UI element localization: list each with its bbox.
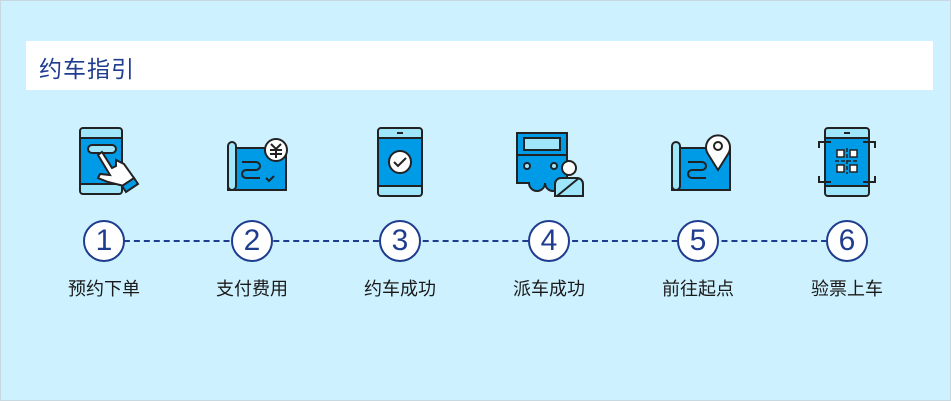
step-number-circle: 1 bbox=[83, 220, 125, 262]
step-number-circle: 3 bbox=[379, 220, 421, 262]
step-number-circle: 6 bbox=[826, 220, 868, 262]
step-number-circle: 2 bbox=[231, 220, 273, 262]
step-label: 前往起点 bbox=[662, 279, 734, 300]
bus-driver-icon bbox=[516, 132, 584, 197]
step-1: 1 预约下单 bbox=[34, 120, 174, 344]
phone-qr-scan-icon bbox=[818, 127, 876, 197]
step-number-circle: 5 bbox=[677, 220, 719, 262]
step-label: 预约下单 bbox=[68, 279, 140, 300]
step-label: 支付费用 bbox=[216, 279, 288, 300]
step-6: 6 验票上车 bbox=[777, 120, 917, 344]
phone-check-icon bbox=[377, 127, 423, 197]
phone-tap-icon bbox=[79, 127, 140, 195]
page-title: 约车指引 bbox=[39, 57, 135, 83]
steps-connector-line bbox=[104, 240, 847, 242]
map-pin-icon bbox=[671, 134, 731, 191]
step-label: 派车成功 bbox=[513, 279, 585, 300]
step-5: 5 前往起点 bbox=[628, 120, 768, 344]
step-2: 2 支付费用 bbox=[182, 120, 322, 344]
step-label: 约车成功 bbox=[364, 279, 436, 300]
step-3: 3 约车成功 bbox=[330, 120, 470, 344]
header-bar: 约车指引 bbox=[26, 41, 933, 90]
step-4: 4 派车成功 bbox=[479, 120, 619, 344]
step-number-circle: 4 bbox=[528, 220, 570, 262]
map-payment-icon bbox=[227, 138, 288, 191]
step-label: 验票上车 bbox=[811, 279, 883, 300]
